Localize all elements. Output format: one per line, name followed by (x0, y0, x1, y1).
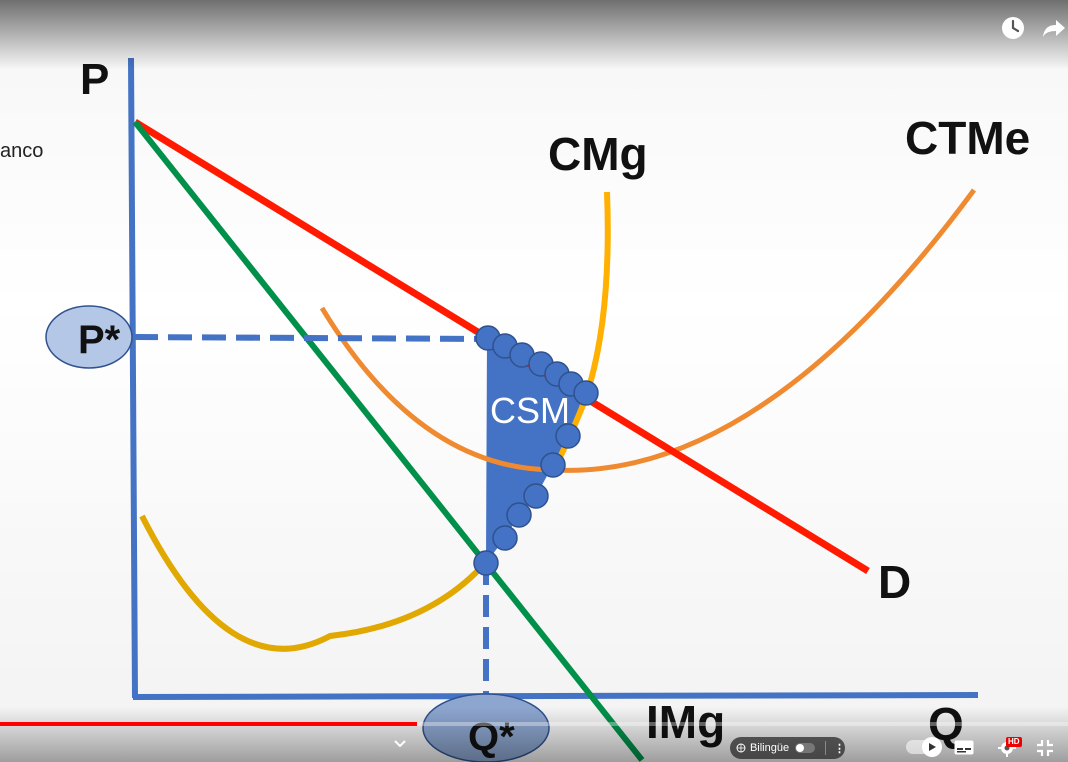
cmg-label: CMg (548, 128, 648, 180)
csm-label: CSM (490, 390, 570, 431)
quantity-marker-ellipse (422, 693, 550, 762)
exit-fullscreen-icon (1037, 740, 1053, 756)
price-guide-dashed (133, 334, 487, 342)
subtitle-mode-pill[interactable]: Bilingüe ⋮ (730, 737, 845, 759)
axis-y-label: P (80, 55, 109, 104)
subtitles-button[interactable] (953, 738, 975, 756)
price-marker-ellipse (45, 305, 133, 369)
subtitle-mode-toggle[interactable] (795, 743, 815, 753)
share-icon (1043, 20, 1065, 37)
cut-off-side-text: anco (0, 140, 44, 162)
globe-icon (736, 743, 746, 753)
expand-button[interactable] (392, 736, 408, 752)
cmg-curve (550, 191, 611, 472)
subtitles-icon (954, 740, 974, 754)
autoplay-icon (929, 743, 936, 751)
progress-played (0, 722, 417, 726)
share-button[interactable] (1040, 14, 1068, 42)
y-axis (128, 57, 138, 699)
chevron-down-icon (394, 740, 406, 748)
pill-divider (825, 741, 826, 755)
cmg-lower-curve (139, 514, 489, 652)
hd-badge: HD (1006, 737, 1022, 747)
x-axis (132, 692, 979, 700)
progress-bar[interactable] (0, 722, 1068, 726)
subtitle-mode-label: Bilingüe (749, 742, 790, 754)
price-marker-label: P* (78, 318, 121, 362)
img-label: IMg (646, 696, 725, 748)
clock-icon (1002, 17, 1024, 39)
exit-fullscreen-button[interactable] (1034, 738, 1056, 758)
autoplay-toggle[interactable] (906, 737, 942, 757)
quantity-marker-label: Q* (468, 715, 515, 759)
autoplay-knob (922, 737, 942, 757)
more-options-button[interactable]: ⋮ (834, 742, 845, 755)
csm-boundary-points (473, 325, 599, 576)
ctme-curve (319, 188, 977, 473)
ctme-label: CTMe (905, 112, 1030, 164)
img-line (132, 120, 645, 762)
watch-later-button[interactable] (999, 14, 1027, 42)
demand-label: D (878, 556, 911, 608)
